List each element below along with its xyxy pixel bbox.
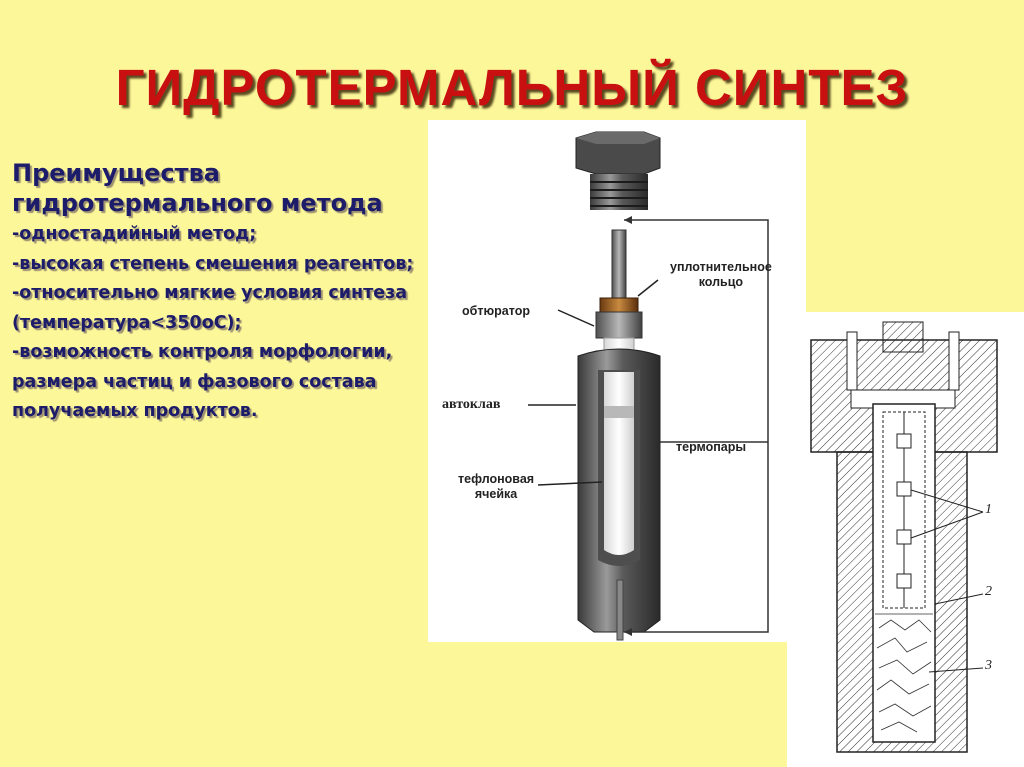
- advantages-block: Преимущества гидротермального метода -од…: [12, 158, 422, 427]
- autoclave-cross-section: 1 2 3: [787, 312, 1024, 767]
- thermocouples-label: термопары: [676, 440, 747, 454]
- teflon-cell-label: тефлоновая ячейка: [458, 472, 535, 501]
- cross-section-drawing: [810, 321, 998, 753]
- autoclave-label: автоклав: [442, 397, 501, 412]
- callout-3: 3: [985, 658, 992, 673]
- autoclave-photo: уплотнительное кольцо обтюратор автоклав…: [428, 120, 806, 642]
- autoclave-illustration: [528, 131, 769, 641]
- obturator-label: обтюратор: [462, 304, 530, 318]
- seal-ring-label: уплотнительное кольцо: [670, 260, 772, 289]
- callout-1: 1: [985, 502, 992, 517]
- advantages-heading: Преимущества гидротермального метода: [12, 159, 383, 217]
- callout-2: 2: [985, 584, 992, 599]
- advantages-list: -одностадийный метод; -высокая степень с…: [12, 224, 414, 421]
- slide-title: ГИДРОТЕРМАЛЬНЫЙ СИНТЕЗ: [115, 59, 909, 116]
